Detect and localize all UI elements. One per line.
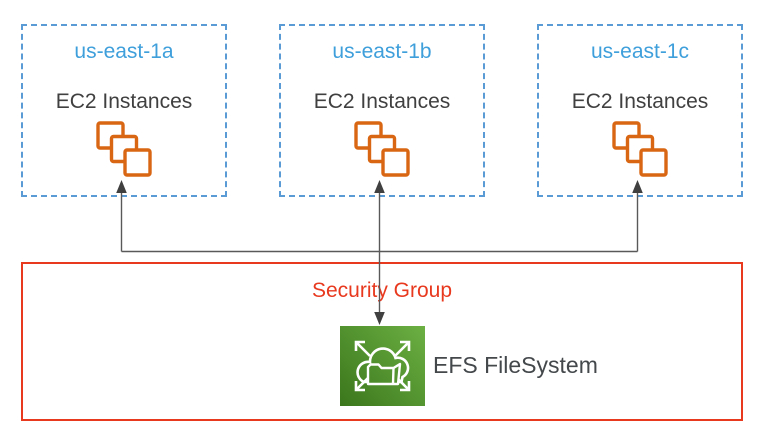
- security-group-box: [21, 262, 743, 421]
- ec2-instances-label: EC2 Instances: [571, 90, 709, 113]
- folder-flap-line: [391, 367, 395, 385]
- zone-us-east-1a: us-east-1a EC2 Instances: [21, 24, 227, 197]
- zone-title: us-east-1b: [332, 40, 432, 63]
- expand-arrow-top-right: [394, 340, 411, 357]
- zone-title: us-east-1c: [590, 40, 690, 63]
- ec2-instances-label: EC2 Instances: [55, 90, 193, 113]
- ec2-instances-icon: [354, 121, 410, 177]
- cloud-icon: [356, 347, 410, 384]
- efs-filesystem-label: EFS FileSystem: [433, 352, 598, 378]
- folder-icon: [366, 362, 402, 386]
- expand-arrow-top-left: [354, 340, 371, 357]
- security-group-label: Security Group: [311, 279, 453, 302]
- ec2-instances-icon: [612, 121, 668, 177]
- zone-us-east-1c: us-east-1c EC2 Instances: [537, 24, 743, 197]
- ec2-instances-icon: [96, 121, 152, 177]
- efs-icon-background: [340, 326, 425, 406]
- efs-filesystem-icon: [340, 326, 425, 406]
- zone-title: us-east-1a: [74, 40, 174, 63]
- zone-us-east-1b: us-east-1b EC2 Instances: [279, 24, 485, 197]
- ec2-instances-label: EC2 Instances: [313, 90, 451, 113]
